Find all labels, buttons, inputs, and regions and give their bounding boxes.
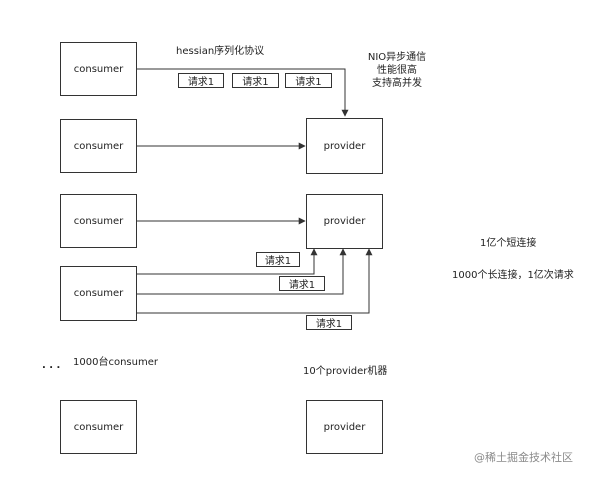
request-box-5: 请求1	[279, 276, 325, 291]
consumer-label: consumer	[73, 215, 124, 227]
provider-label: provider	[323, 421, 366, 433]
provider-box-3: provider	[306, 400, 383, 454]
consumer-label: consumer	[73, 140, 124, 152]
request-box-2: 请求1	[232, 73, 279, 88]
consumer-box-3: consumer	[60, 194, 137, 248]
long-connections-label: 1000个长连接，1亿次请求	[452, 270, 574, 281]
consumer-box-2: consumer	[60, 119, 137, 173]
request-label: 请求1	[315, 319, 343, 330]
request-label: 请求1	[187, 77, 215, 88]
nio-note-line-2: 性能很高	[377, 65, 417, 76]
consumer-box-4: consumer	[60, 266, 137, 321]
request-label: 请求1	[288, 280, 316, 291]
hessian-protocol-label: hessian序列化协议	[176, 46, 265, 57]
arrow-consumer4-provider2-b	[136, 248, 347, 295]
nio-note-line-3: 支持高并发	[372, 78, 422, 89]
provider-box-1: provider	[306, 118, 383, 174]
consumer-label: consumer	[73, 421, 124, 433]
nio-note-line-1: NIO异步通信	[367, 52, 427, 63]
ellipsis-dots: . . .	[42, 360, 61, 371]
provider-label: provider	[323, 140, 366, 152]
provider-label: provider	[323, 216, 366, 227]
watermark: @稀土掘金技术社区	[474, 451, 573, 464]
consumer-label: consumer	[73, 288, 124, 299]
request-label: 请求1	[295, 77, 322, 88]
short-connections-label: 1亿个短连接	[480, 238, 537, 249]
provider-box-2: provider	[306, 194, 383, 249]
consumer-label: consumer	[73, 63, 124, 75]
arrow-consumer1-provider1	[136, 68, 349, 117]
arrow-consumer4-provider2-a	[136, 248, 318, 275]
consumers-1000-label: 1000台consumer	[73, 357, 158, 368]
nio-note: NIO异步通信 性能很高 支持高并发	[360, 51, 434, 90]
request-box-6: 请求1	[306, 315, 352, 330]
consumer-box-1: consumer	[60, 42, 137, 96]
providers-10-label: 10个provider机器	[303, 366, 388, 377]
request-label: 请求1	[242, 77, 269, 88]
request-box-4: 请求1	[256, 252, 300, 267]
consumer-box-5: consumer	[60, 400, 137, 454]
request-label: 请求1	[264, 256, 292, 267]
request-box-3: 请求1	[285, 73, 332, 88]
request-box-1: 请求1	[178, 73, 224, 88]
arrow-consumer4-provider2-c	[136, 248, 373, 314]
